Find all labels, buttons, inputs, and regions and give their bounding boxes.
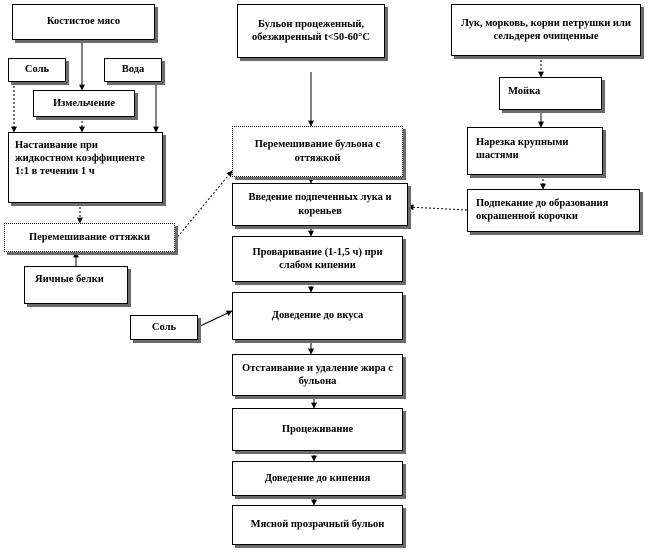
node-mix-pull: Перемешивание оттяжки [4,223,175,252]
node-boil: Доведение до кипения [232,461,403,496]
arrow-salt2-to-taste [197,310,233,328]
node-add-veg: Введение подпеченных лука и кореньев [232,183,408,226]
node-meat: Костистое мясо [12,4,155,40]
node-add-veg-label: Введение подпеченных лука и кореньев [248,192,392,217]
node-taste-label: Доведение до вкуса [271,310,364,322]
node-infuse-label: Настаивание при жидкостном коэффициенте … [15,140,145,178]
node-mix-broth: Перемешивание бульона с оттяжкой [232,126,403,177]
node-strain-label: Процеживание [281,423,354,435]
node-wash-label: Мойка [508,86,541,97]
node-fry-label: Подпекание до образования окрашенной кор… [476,198,609,223]
node-strain: Процеживание [232,408,403,451]
node-salt-2: Соль [130,315,198,340]
node-infuse: Настаивание при жидкостном коэффициенте … [8,132,163,203]
node-salt-1-label: Соль [24,64,50,76]
node-vegetables: Лук, морковь, корни петрушки или сельдер… [451,4,641,56]
node-taste: Доведение до вкуса [232,292,403,340]
node-settle-label: Отстаивание и удаление жира с бульона [242,362,393,387]
node-broth-input: Бульон процеженный, обезжиренный t<50-60… [237,4,385,58]
arrow-mixpull-to-mixbroth [174,170,233,241]
arrow-fry-to-addveg [407,204,468,211]
node-salt-1: Соль [8,58,66,82]
node-cut: Нарезка крупными шастями [467,127,603,175]
node-water: Вода [104,58,162,82]
node-result: Мясной прозрачный бульон [232,505,403,545]
node-water-label: Вода [121,64,145,76]
node-egg-whites-label: Яичные белки [35,274,104,285]
node-mix-broth-label: Перемешивание бульона с оттяжкой [254,139,381,164]
node-vegetables-label: Лук, морковь, корни петрушки или сельдер… [461,17,631,42]
node-wash: Мойка [499,77,602,110]
node-egg-whites: Яичные белки [24,266,128,304]
node-fry: Подпекание до образования окрашенной кор… [467,189,640,232]
node-grind-label: Измельчение [52,97,116,109]
node-salt-2-label: Соль [151,321,177,333]
node-settle: Отстаивание и удаление жира с бульона [232,354,403,396]
node-simmer-label: Проваривание (1-1,5 ч) при слабом кипени… [252,246,383,271]
node-simmer: Проваривание (1-1,5 ч) при слабом кипени… [232,236,403,282]
node-mix-pull-label: Перемешивание оттяжки [28,231,151,243]
node-broth-input-label: Бульон процеженный, обезжиренный t<50-60… [252,18,370,43]
node-cut-label: Нарезка крупными шастями [476,137,569,162]
node-grind: Измельчение [33,90,135,117]
node-meat-label: Костистое мясо [46,16,121,28]
node-result-label: Мясной прозрачный бульон [250,519,385,531]
node-boil-label: Доведение до кипения [264,472,371,484]
